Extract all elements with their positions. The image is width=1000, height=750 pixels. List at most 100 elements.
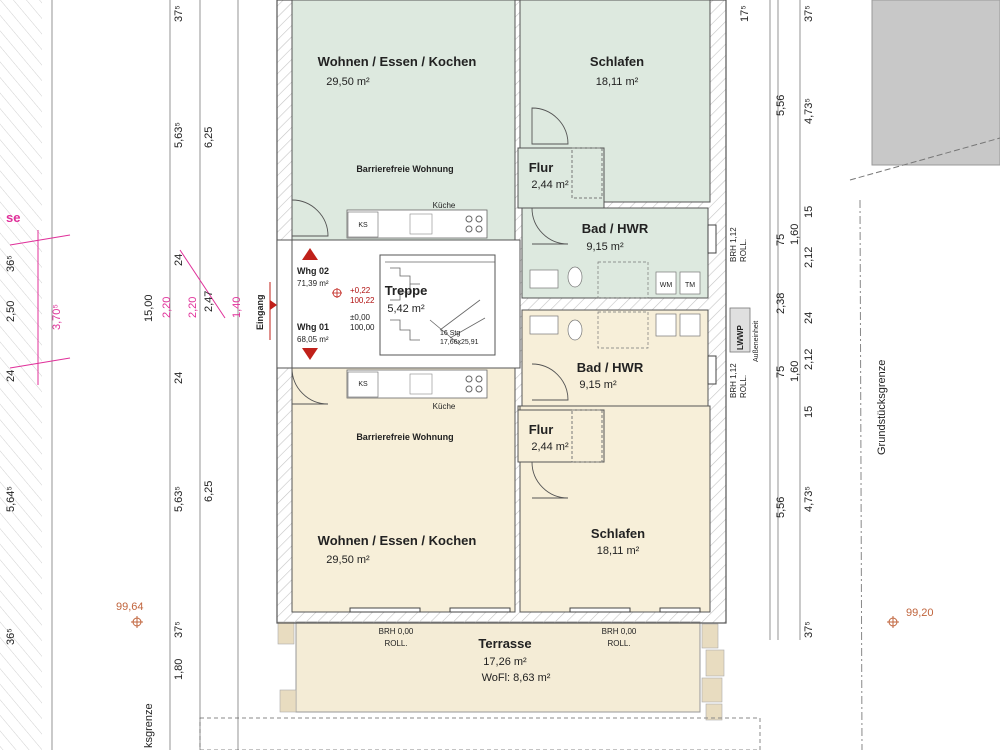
dim-lm-total: 15,00 [143, 294, 155, 322]
dim-ra-3: 1,60 [789, 224, 801, 245]
roll-terrace-left: ROLL. [384, 639, 407, 648]
schlafen-upper-area: 18,11 m² [596, 76, 639, 88]
kueche-lower-label: Küche [433, 402, 456, 411]
hand-c: 2,20 [187, 297, 199, 318]
dim-lm-3: 24 [173, 254, 185, 266]
property-line-vertical [859, 199, 863, 750]
stair-steps [385, 261, 495, 346]
wohnen-lower-area: 29,50 m² [326, 554, 370, 566]
terrasse-name: Terrasse [478, 636, 531, 651]
left-boundary-hatch [0, 0, 42, 750]
roll-right-lower: ROLL. [739, 375, 748, 398]
dim-rb-6: 2,12 [803, 349, 815, 370]
dim-lo-3: 24 [5, 370, 17, 382]
flur-upper-name: Flur [529, 160, 554, 175]
hand-d: 1,40 [231, 297, 243, 318]
treppe-name: Treppe [385, 283, 428, 298]
grenze-label: Grundstücksgrenze [876, 360, 888, 455]
flur-lower-area: 2,44 m² [531, 441, 569, 453]
entry-arrow-up [302, 248, 318, 260]
dim-lm-8: 1,80 [173, 659, 185, 680]
level-marker-icon [332, 288, 342, 298]
whg02-area: 71,39 m² [297, 279, 329, 288]
bad-lower-area: 9,15 m² [579, 379, 617, 391]
dim-rb-2: 4,73⁵ [803, 98, 815, 124]
dim-rb-5: 24 [803, 312, 815, 324]
flur-closet-lower [571, 409, 603, 463]
level-upper-abs: 100,22 [350, 296, 375, 305]
dim-rc-1: 75 [775, 234, 787, 246]
brh-terrace-left: BRH 0,00 [379, 627, 414, 636]
ks-upper: KS [358, 222, 368, 229]
terrasse-area: 17,26 m² [483, 656, 527, 668]
lwwp-box [729, 307, 751, 353]
dim-li-3: 6,25 [203, 481, 215, 502]
aussen-label: Außeneinheit [753, 321, 760, 362]
barrierefrei-lower: Barrierefreie Wohnung [356, 432, 453, 442]
entrance-wall-left [276, 239, 293, 369]
flur-closet-upper [571, 147, 603, 199]
dim-rb-8: 4,73⁵ [803, 486, 815, 512]
dim-ra-1: 17⁵ [739, 5, 751, 22]
room-flur-upper [517, 147, 605, 209]
wohnen-upper-name: Wohnen / Essen / Kochen [318, 54, 477, 69]
door-swings [291, 107, 569, 499]
bad-upper-area: 9,15 m² [586, 241, 624, 253]
treppe-area: 5,42 m² [387, 303, 425, 315]
schlafen-lower-name: Schlafen [591, 526, 645, 541]
dim-ra-4: 2,38 [775, 293, 787, 314]
terrace-area [295, 621, 701, 713]
dim-lm-6: 5,63⁵ [173, 486, 185, 512]
roll-terrace-right: ROLL. [607, 639, 630, 648]
ks-lower: KS [358, 381, 368, 388]
room-wohnen-upper [291, 0, 516, 241]
handwritten-marks [9, 230, 226, 385]
dim-rb-3: 15 [803, 206, 815, 218]
whg01-area: 68,05 m² [297, 335, 329, 344]
level-lower-delta: ±0,00 [350, 313, 371, 322]
neighbor-building [871, 0, 1000, 166]
dim-ra-5: 1,60 [789, 361, 801, 382]
dim-lm-5: 24 [173, 372, 185, 384]
bath-fixtures-upper [529, 261, 701, 299]
dim-lm-2: 5,63⁵ [173, 122, 185, 148]
schlafen-lower-area: 18,11 m² [597, 545, 640, 557]
dim-rc-2: 75 [775, 366, 787, 378]
dim-lm-7: 37⁵ [173, 621, 185, 638]
grenze-partial-label: ksgrenze [143, 703, 155, 748]
brh-right-lower: BRH 1,12 [729, 363, 738, 398]
windows [349, 224, 717, 613]
dim-ra-6: 5,56 [775, 497, 787, 518]
terrasse-wofl: WoFl: 8,63 m² [482, 672, 551, 684]
lwwp-label: LWWP [736, 324, 745, 350]
dim-lo-4: 5,64⁵ [5, 486, 17, 512]
brh-terrace-right: BRH 0,00 [602, 627, 637, 636]
dim-lo-5: 36⁵ [5, 628, 17, 645]
property-line-right [849, 137, 1000, 181]
kueche-upper-label: Küche [433, 201, 456, 210]
hand-e: se [6, 210, 20, 225]
bad-lower-name: Bad / HWR [577, 360, 644, 375]
dim-li-1: 6,25 [203, 127, 215, 148]
tm-upper: TM [685, 282, 695, 289]
dim-rb-1: 37⁵ [803, 5, 815, 22]
room-flur-lower-inner [517, 409, 605, 463]
whg02-name: Whg 02 [297, 266, 329, 276]
kitchen-upper [346, 209, 488, 239]
dim-rb-9: 37⁵ [803, 621, 815, 638]
dim-lo-2: 2,50 [5, 301, 17, 322]
entry-arrow-down [302, 348, 318, 360]
wohnen-lower-name: Wohnen / Essen / Kochen [318, 533, 477, 548]
flur-upper-area: 2,44 m² [531, 179, 569, 191]
dim-lo-1: 36⁵ [5, 255, 17, 272]
room-wohnen-lower [291, 367, 516, 613]
survey-left-label: 99,64 [116, 601, 144, 613]
dim-rb-7: 15 [803, 406, 815, 418]
bad-upper-name: Bad / HWR [582, 221, 649, 236]
wm-upper: WM [660, 282, 673, 289]
flur-lower-name: Flur [529, 422, 554, 437]
treppe-steps: 16 Stg [440, 330, 460, 337]
dim-rb-4: 2,12 [803, 247, 815, 268]
bath-fixtures-lower [529, 311, 701, 349]
survey-point-right-icon [887, 616, 899, 628]
